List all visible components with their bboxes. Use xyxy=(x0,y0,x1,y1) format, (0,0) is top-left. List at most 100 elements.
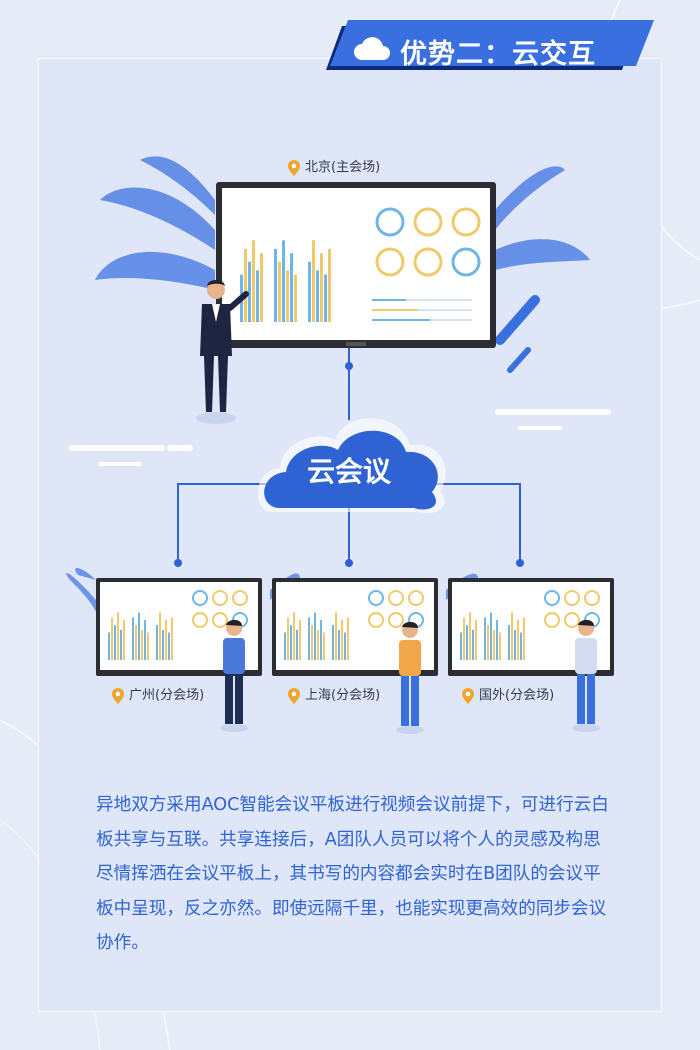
bar xyxy=(466,625,468,660)
bar xyxy=(108,632,110,660)
bar xyxy=(469,612,471,660)
bar xyxy=(314,612,316,660)
location-label-guangzhou: 广州(分会场) xyxy=(112,684,204,704)
location-label-shanghai: 上海(分会场) xyxy=(288,684,380,704)
bar xyxy=(260,253,263,322)
bar xyxy=(144,620,146,660)
cloud-icon xyxy=(354,37,390,60)
chart-sliders xyxy=(372,299,472,321)
ring xyxy=(413,207,443,237)
bar xyxy=(493,630,495,660)
leaf-decoration-right xyxy=(495,166,590,270)
ring xyxy=(451,247,481,277)
bar xyxy=(324,274,327,322)
bar xyxy=(499,632,501,660)
location-text: 北京(主会场) xyxy=(305,160,381,175)
ring xyxy=(388,590,404,606)
person-figure-guangzhou xyxy=(220,619,248,732)
bar xyxy=(282,240,285,322)
bar xyxy=(312,240,315,322)
bar xyxy=(162,630,164,660)
ring xyxy=(544,590,560,606)
person-figure-overseas xyxy=(572,619,600,732)
presenter-figure xyxy=(196,280,249,424)
bar xyxy=(308,617,310,660)
bar xyxy=(508,625,510,660)
location-text: 上海(分会场) xyxy=(305,688,381,703)
bar xyxy=(320,253,323,322)
bar xyxy=(347,617,349,660)
decor-dashes xyxy=(69,409,611,466)
ring xyxy=(584,590,600,606)
ring xyxy=(564,590,580,606)
decor-stripes xyxy=(495,295,540,373)
bar xyxy=(472,630,474,660)
bar xyxy=(256,270,259,322)
bar xyxy=(274,248,277,322)
bar xyxy=(123,620,125,660)
ring xyxy=(544,612,560,628)
bar xyxy=(511,612,513,660)
bar xyxy=(317,630,319,660)
ring xyxy=(212,612,228,628)
bar xyxy=(252,240,255,322)
bar xyxy=(111,617,113,660)
cloud-meeting-icon xyxy=(257,418,446,514)
bar xyxy=(523,617,525,660)
bar xyxy=(138,612,140,660)
location-pin-icon xyxy=(288,159,300,176)
person-figure-shanghai xyxy=(396,621,424,734)
ring xyxy=(192,590,208,606)
ring xyxy=(212,590,228,606)
ring xyxy=(413,247,443,277)
bar xyxy=(156,625,158,660)
bar xyxy=(114,625,116,660)
cloud-meeting-label: 云会议 xyxy=(306,455,391,488)
bar xyxy=(490,612,492,660)
bar xyxy=(335,612,337,660)
header-ribbon xyxy=(326,20,654,70)
chart-rings xyxy=(375,207,481,277)
chart-bars xyxy=(108,612,173,660)
chart-bars xyxy=(460,612,525,660)
bar xyxy=(520,632,522,660)
bar xyxy=(244,248,247,322)
location-pin-icon xyxy=(288,687,300,704)
bar xyxy=(141,630,143,660)
bar xyxy=(341,620,343,660)
ring xyxy=(232,590,248,606)
chart-rings xyxy=(368,590,424,628)
bar xyxy=(286,270,289,322)
bar xyxy=(460,632,462,660)
bar xyxy=(290,625,292,660)
ring xyxy=(408,590,424,606)
bar xyxy=(132,617,134,660)
bar xyxy=(120,630,122,660)
bar xyxy=(117,612,119,660)
location-text: 广州(分会场) xyxy=(129,688,205,703)
location-text: 国外(分会场) xyxy=(479,688,555,703)
chart-bars xyxy=(284,612,349,660)
bar xyxy=(284,632,286,660)
connector-dots xyxy=(174,362,524,567)
bar xyxy=(294,274,297,322)
ring xyxy=(192,612,208,628)
ring xyxy=(388,612,404,628)
ring xyxy=(375,247,405,277)
leaf-decoration-left xyxy=(95,156,215,290)
bar xyxy=(147,632,149,660)
location-pin-icon xyxy=(462,687,474,704)
bar xyxy=(278,261,281,322)
bar xyxy=(293,612,295,660)
page-title: 优势二：云交互 xyxy=(400,39,596,70)
bar xyxy=(517,620,519,660)
bar xyxy=(487,625,489,660)
ring xyxy=(564,612,580,628)
bar xyxy=(299,620,301,660)
bar xyxy=(168,632,170,660)
location-pin-icon xyxy=(112,687,124,704)
location-label-beijing: 北京(主会场) xyxy=(288,156,380,176)
bar xyxy=(320,620,322,660)
chart-rings xyxy=(544,590,600,628)
